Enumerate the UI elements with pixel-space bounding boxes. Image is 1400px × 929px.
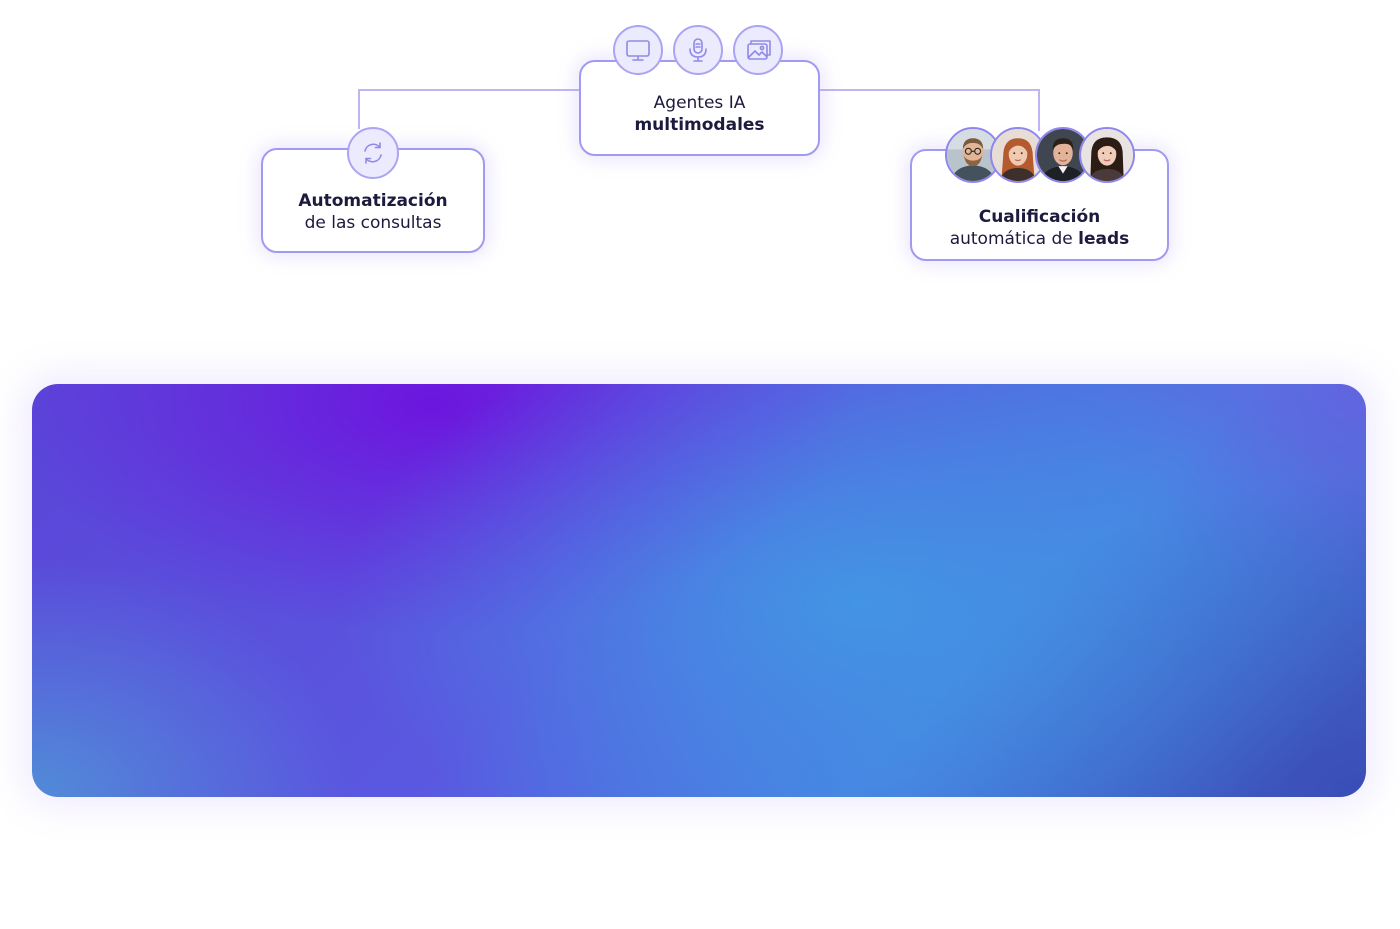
connector-left-vertical [358,89,360,129]
card-lead-qualification-subtitle-bold: leads [1078,229,1130,249]
card-multimodal-agents-subtitle: multimodales [634,115,765,135]
connector-right-horizontal [819,89,1040,91]
card-lead-qualification-title: Cualificación [978,207,1101,227]
monitor-icon [613,25,663,75]
sync-icon [347,127,399,179]
connector-right-vertical [1038,89,1040,131]
card-lead-qualification-subtitle: automática de leads [912,228,1167,250]
card-query-automation-title: Automatización [298,191,448,211]
card-multimodal-agents-title: Agentes IA [653,93,746,113]
connector-left-horizontal [358,89,580,91]
avatar-person-1 [945,127,1001,183]
microphone-icon [673,25,723,75]
card-lead-qualification-subtitle-prefix: automática de [949,229,1079,249]
avatar-person-4 [1079,127,1135,183]
gradient-panel [32,384,1366,797]
card-query-automation-subtitle: de las consultas [304,213,442,233]
image-icon [733,25,783,75]
card-multimodal-agents: Agentes IA multimodales [579,60,820,156]
